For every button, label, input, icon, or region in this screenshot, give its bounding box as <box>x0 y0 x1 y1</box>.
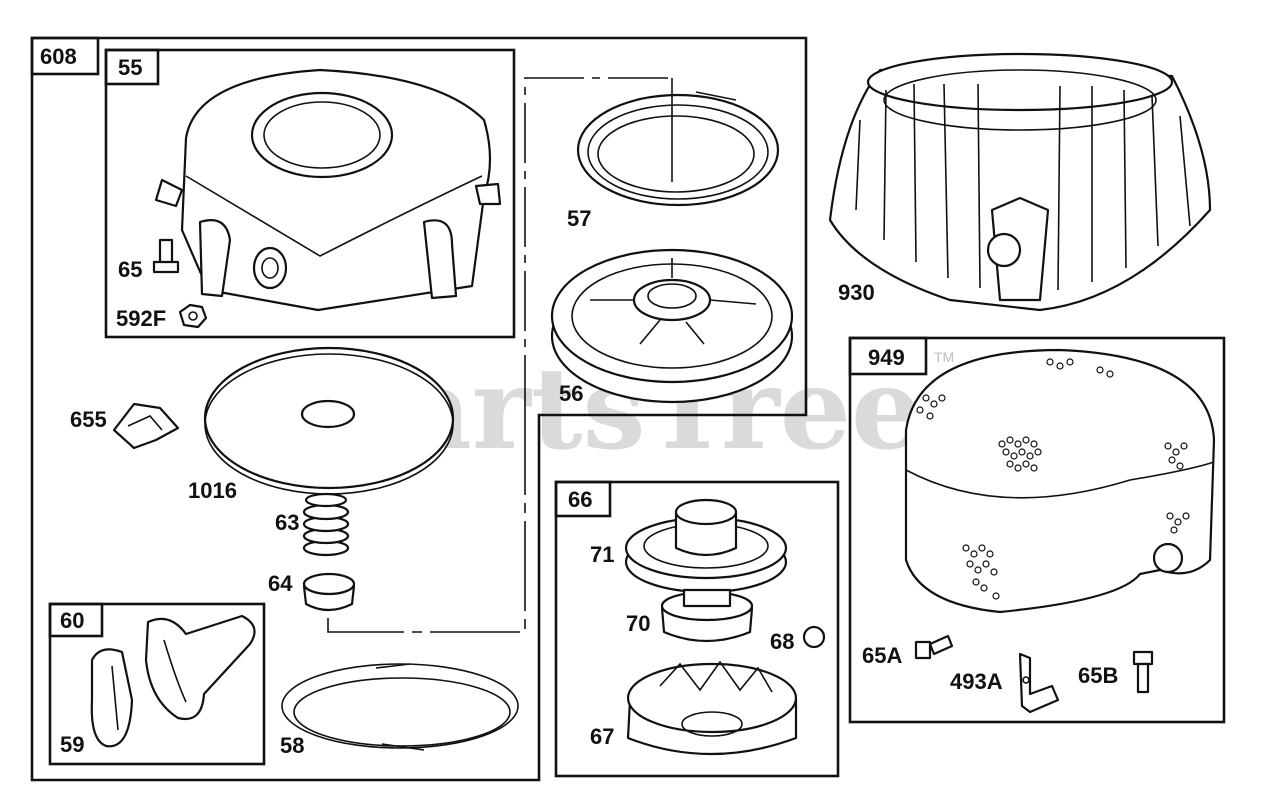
bolt-65B <box>1132 650 1154 694</box>
part-592F-label: 592F <box>116 306 166 331</box>
part-68-label: 68 <box>770 629 794 654</box>
nut-592F <box>178 303 208 329</box>
clutch-cap-71 <box>624 498 788 594</box>
part-57-label: 57 <box>567 206 591 231</box>
recoil-spring-57 <box>576 78 780 207</box>
part-59-label: 59 <box>60 732 84 757</box>
clutch-housing-67 <box>626 660 798 756</box>
bolt-65A <box>914 634 954 660</box>
group-949-tag <box>848 336 928 376</box>
group-66-frame <box>554 480 840 778</box>
group-949-label: 949 <box>868 345 905 370</box>
bracket-493A <box>1018 652 1060 714</box>
group-55-frame <box>104 48 516 339</box>
bracket-line-bottom <box>327 415 526 633</box>
watermark-trademark: TM <box>934 349 954 365</box>
bolt-65 <box>152 238 180 274</box>
disc-1016 <box>203 346 455 495</box>
bracket-line-top <box>524 77 672 415</box>
group-66-tag <box>554 480 612 518</box>
retainer-64 <box>302 572 356 612</box>
handle-59 <box>90 648 134 748</box>
group-55-tag <box>104 48 160 86</box>
group-608-label: 608 <box>40 44 77 69</box>
group-949-frame <box>848 336 1226 724</box>
group-60-label: 60 <box>60 608 84 633</box>
part-65-label: 65 <box>118 257 142 282</box>
rope-58 <box>281 663 519 751</box>
part-493A-label: 493A <box>950 669 1003 694</box>
part-56-label: 56 <box>559 381 583 406</box>
part-1016-label: 1016 <box>188 478 237 503</box>
part-67-label: 67 <box>590 724 614 749</box>
ratchet-70 <box>660 588 754 643</box>
part-58-label: 58 <box>280 733 304 758</box>
part-63-label: 63 <box>275 510 299 535</box>
spring-63 <box>302 492 350 557</box>
group-66-label: 66 <box>568 487 592 512</box>
group-55-label: 55 <box>118 55 142 80</box>
group-608-tag <box>30 36 100 76</box>
part-65B-label: 65B <box>1078 663 1118 688</box>
part-655-label: 655 <box>70 407 107 432</box>
part-71-label: 71 <box>590 542 614 567</box>
ball-68 <box>802 625 826 649</box>
pulley-56 <box>550 248 794 404</box>
group-60-tag <box>48 602 104 638</box>
part-65A-label: 65A <box>862 643 902 668</box>
air-cleaner-cover <box>904 348 1216 614</box>
part-930-label: 930 <box>838 280 875 305</box>
shroud-930 <box>828 52 1212 312</box>
part-70-label: 70 <box>626 611 650 636</box>
part-64-label: 64 <box>268 571 293 596</box>
clip-655 <box>112 402 180 450</box>
blower-housing <box>154 68 502 312</box>
handle-grip <box>144 614 256 721</box>
group-60-frame <box>48 602 266 766</box>
